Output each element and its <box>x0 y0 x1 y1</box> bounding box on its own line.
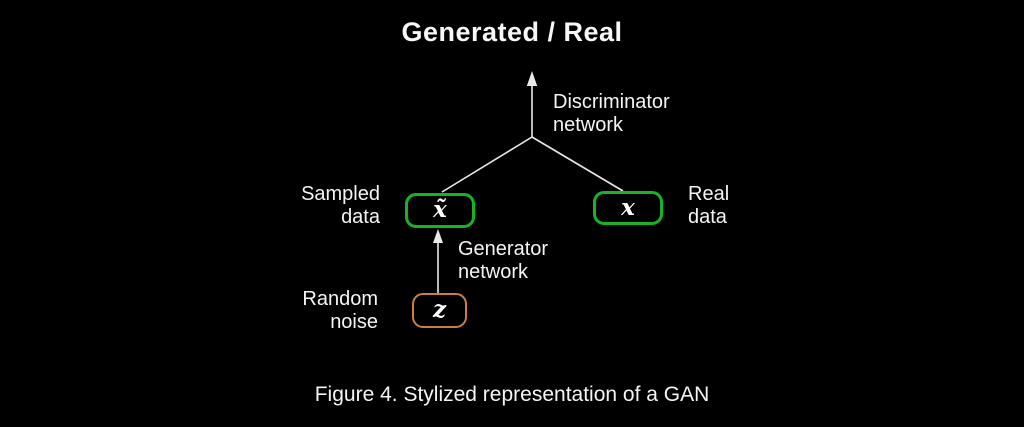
generator-label-line2: network <box>458 261 529 283</box>
sampled-data-label: Sampled data <box>230 183 380 229</box>
edge-junction-to-sampled <box>441 136 533 193</box>
discriminator-label-line1: Discriminator <box>553 91 670 113</box>
real-data-label-line1: Real <box>688 183 730 205</box>
discriminator-network-label: Discriminator network <box>553 91 670 137</box>
random-noise-node: z <box>412 293 467 328</box>
random-noise-label: Random noise <box>228 288 378 334</box>
real-data-node: x <box>593 191 663 225</box>
figure-caption: Figure 4. Stylized representation of a G… <box>314 383 710 406</box>
generator-arrowhead <box>433 229 443 243</box>
generator-label-line1: Generator <box>458 238 549 260</box>
edge-junction-to-real <box>531 136 624 192</box>
sampled-data-node: x̃ <box>405 193 475 228</box>
x-symbol: x <box>621 193 635 221</box>
discriminator-output-arrowhead <box>526 71 538 86</box>
diagram-title: Generated / Real <box>401 17 623 47</box>
generator-network-label: Generator network <box>458 238 548 284</box>
sampled-data-label-line2: data <box>341 206 380 228</box>
random-noise-label-line1: Random <box>302 288 378 310</box>
real-data-label-line2: data <box>688 206 727 228</box>
discriminator-label-line2: network <box>553 114 624 136</box>
x-tilde-symbol: x̃ <box>433 196 447 223</box>
sampled-data-label-line1: Sampled <box>301 183 380 205</box>
random-noise-label-line2: noise <box>330 311 378 333</box>
real-data-label: Real data <box>688 183 729 229</box>
z-symbol: z <box>432 296 447 323</box>
